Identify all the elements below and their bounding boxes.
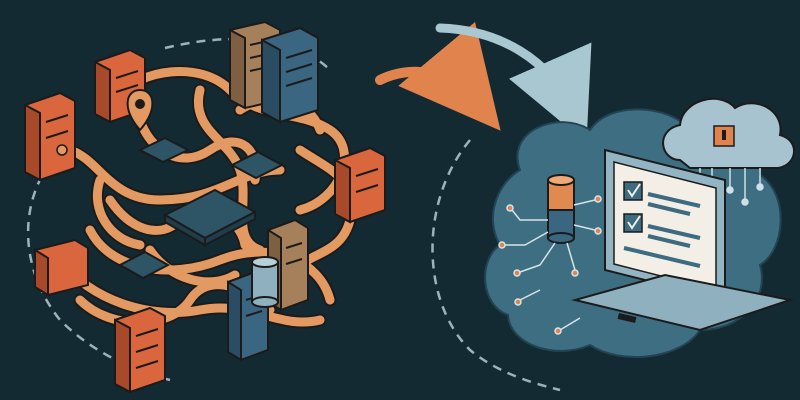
database-cylinder-left xyxy=(251,256,279,308)
arrow-orange xyxy=(375,21,501,131)
location-pin-icon xyxy=(126,88,154,132)
server-right-orange xyxy=(334,146,386,224)
server-top-right xyxy=(261,26,319,124)
cylinder-database-icon xyxy=(547,174,575,244)
chip-small-upper xyxy=(229,150,285,180)
arrow-light xyxy=(435,23,592,143)
server-bottom-left xyxy=(114,306,166,394)
chip-small-lower xyxy=(117,250,171,280)
server-left xyxy=(24,91,76,182)
tangled-network xyxy=(24,20,386,394)
cpu-chip-icon xyxy=(162,188,258,247)
dashed-orbit-right xyxy=(431,139,561,392)
lock-icon xyxy=(713,125,735,147)
circuit-traces xyxy=(498,195,602,335)
storage-box-left xyxy=(34,238,89,297)
checklist xyxy=(623,181,701,268)
chip-small-mid xyxy=(137,136,191,164)
checked-checkbox-icon xyxy=(623,213,643,233)
cloud-desktop xyxy=(484,98,795,358)
checked-checkbox-icon xyxy=(623,181,643,201)
migration-arrows xyxy=(375,21,592,392)
